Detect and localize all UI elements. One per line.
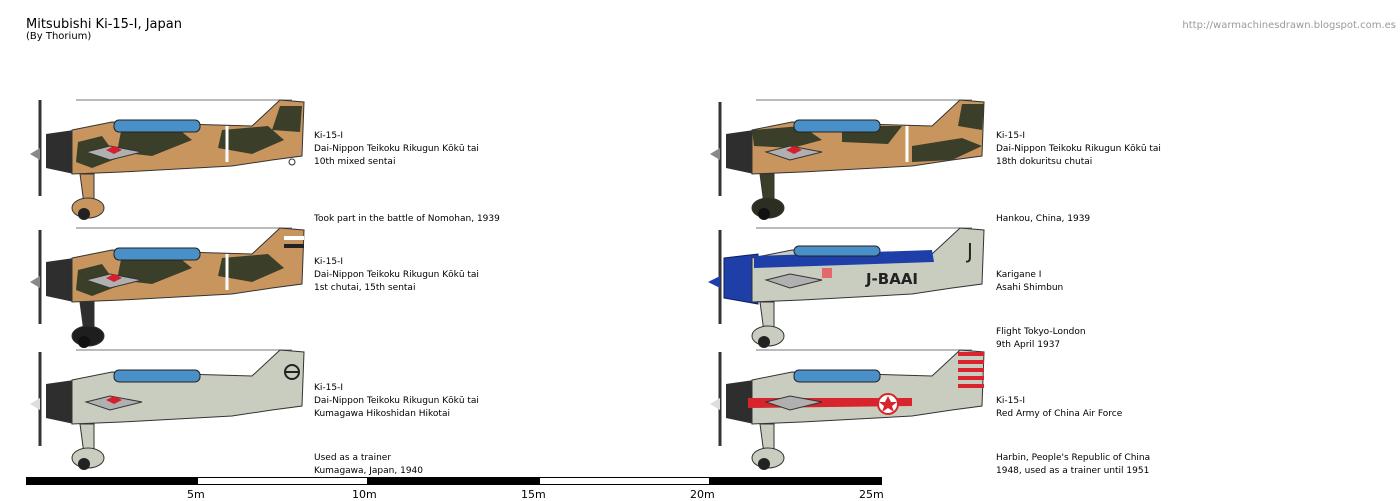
aircraft-b3-line: Ki-15-I xyxy=(996,396,1026,406)
aircraft-a2-caption: Ki-15-I Dai-Nippon Teikoku Rikugun Kōkū … xyxy=(314,256,479,295)
aircraft-a1-note-line: Took part in the battle of Nomohan, 1939 xyxy=(314,214,500,224)
aircraft-b2-line: Karigane I xyxy=(996,270,1042,280)
aircraft-a3-line: Dai-Nippon Teikoku Rikugun Kōkū tai xyxy=(314,396,479,406)
aircraft-profile-b3 xyxy=(710,349,985,470)
aircraft-profile-a1 xyxy=(30,99,305,220)
aircraft-a3-note-line: Used as a trainer xyxy=(314,453,392,463)
aircraft-b3-line: Red Army of China Air Force xyxy=(996,409,1123,419)
aircraft-b1-line: Dai-Nippon Teikoku Rikugun Kōkū tai xyxy=(996,144,1161,154)
scale-label: 10m xyxy=(352,488,377,501)
aircraft-b3-note-line: 1948, used as a trainer until 1951 xyxy=(996,466,1150,476)
scale-segment xyxy=(26,477,197,485)
aircraft-b3-note-line: Harbin, People's Republic of China xyxy=(996,453,1151,463)
aircraft-a3-note: Used as a trainer Kumagawa, Japan, 1940 xyxy=(314,452,423,478)
scale-label: 20m xyxy=(690,488,715,501)
author-credit: (By Thorium) xyxy=(26,31,92,42)
aircraft-a1-caption: Ki-15-I Dai-Nippon Teikoku Rikugun Kōkū … xyxy=(314,130,479,169)
aircraft-b1-note-line: Hankou, China, 1939 xyxy=(996,214,1091,224)
aircraft-b2-caption: Karigane I Asahi Shimbun xyxy=(996,269,1063,295)
aircraft-b3-caption: Ki-15-I Red Army of China Air Force xyxy=(996,395,1122,421)
aircraft-profile-a2 xyxy=(30,227,305,348)
aircraft-a2-line: Ki-15-I xyxy=(314,257,344,267)
aircraft-b2-note-line: Flight Tokyo-London xyxy=(996,327,1086,337)
scale-segment xyxy=(539,477,710,485)
aircraft-b1-line: Ki-15-I xyxy=(996,131,1026,141)
scale-label: 15m xyxy=(521,488,546,501)
aircraft-profile-a3 xyxy=(30,349,305,470)
aircraft-b1-line: 18th dokuritsu chutai xyxy=(996,157,1093,167)
aircraft-a3-note-line: Kumagawa, Japan, 1940 xyxy=(314,466,423,476)
aircraft-a3-caption: Ki-15-I Dai-Nippon Teikoku Rikugun Kōkū … xyxy=(314,382,479,421)
scale-segment xyxy=(368,477,539,485)
aircraft-a1-note: Took part in the battle of Nomohan, 1939 xyxy=(314,213,500,226)
scale-segment xyxy=(710,477,882,485)
aircraft-a3-line: Ki-15-I xyxy=(314,383,344,393)
scale-bar xyxy=(26,477,882,485)
aircraft-profile-b2: J J-BAAI xyxy=(708,227,985,348)
aircraft-a2-line: Dai-Nippon Teikoku Rikugun Kōkū tai xyxy=(314,270,479,280)
aircraft-b1-note: Hankou, China, 1939 xyxy=(996,213,1090,226)
aircraft-a1-line: Ki-15-I xyxy=(314,131,344,141)
aircraft-profile-b1 xyxy=(710,99,985,220)
scale-label: 25m xyxy=(859,488,884,501)
aircraft-a2-line: 1st chutai, 15th sentai xyxy=(314,283,416,293)
tail-letter: J xyxy=(965,239,973,263)
source-url: http://warmachinesdrawn.blogspot.com.es xyxy=(1182,20,1396,31)
aircraft-b2-note-line: 9th April 1937 xyxy=(996,340,1061,350)
page-title: Mitsubishi Ki-15-I, Japan xyxy=(26,17,182,32)
scale-label: 5m xyxy=(187,488,205,501)
aircraft-b3-note: Harbin, People's Republic of China 1948,… xyxy=(996,452,1150,478)
aircraft-a1-line: Dai-Nippon Teikoku Rikugun Kōkū tai xyxy=(314,144,479,154)
aircraft-a3-line: Kumagawa Hikoshidan Hikotai xyxy=(314,409,450,419)
aircraft-b2-note: Flight Tokyo-London 9th April 1937 xyxy=(996,326,1086,352)
registration-mark: J-BAAI xyxy=(865,270,918,288)
aircraft-b1-caption: Ki-15-I Dai-Nippon Teikoku Rikugun Kōkū … xyxy=(996,130,1161,169)
aircraft-b2-line: Asahi Shimbun xyxy=(996,283,1064,293)
aircraft-a1-line: 10th mixed sentai xyxy=(314,157,396,167)
scale-segment xyxy=(197,477,368,485)
